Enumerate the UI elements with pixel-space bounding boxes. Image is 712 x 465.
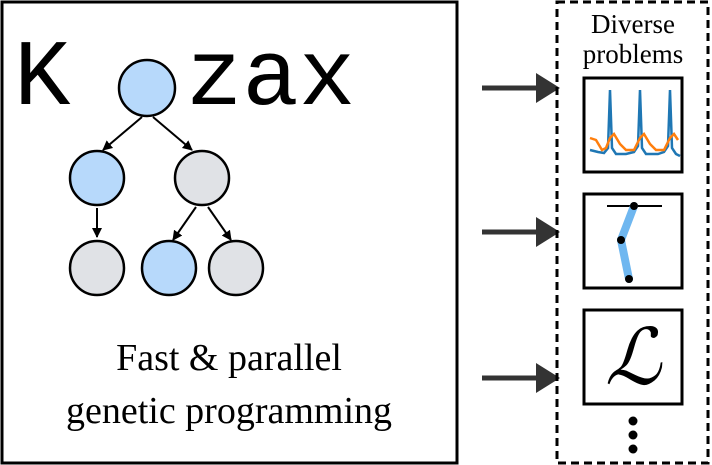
tree-edge — [207, 206, 232, 241]
tagline-line2: genetic programming — [66, 390, 392, 432]
arrows — [482, 73, 560, 393]
loss-symbol-icon: ℒ — [605, 313, 663, 403]
problem-card-1 — [582, 76, 684, 174]
tree-edges — [92, 116, 232, 241]
problem-card-3 — [582, 308, 684, 406]
tree-edge — [172, 206, 197, 241]
arrow-head-icon — [536, 217, 560, 247]
arrow-head-icon — [536, 73, 560, 103]
problems-title-line1: Diverse — [591, 9, 675, 39]
tree-node-l2-a — [68, 239, 126, 297]
tree-edge — [102, 116, 143, 151]
tree-node-l2-c — [207, 239, 265, 297]
tree-node-l1-left — [68, 149, 126, 207]
pendulum-icon — [607, 202, 662, 283]
problems-title-line2: problems — [583, 39, 684, 69]
arrow-head-icon — [536, 363, 560, 393]
logo-text-zax: zax — [186, 27, 355, 133]
tree-edge — [152, 116, 193, 151]
spike-plot-icon — [589, 89, 681, 158]
tree-node-root — [117, 58, 177, 118]
tagline-line1: Fast & parallel — [116, 337, 342, 379]
tree-node-l2-b — [140, 239, 198, 297]
ellipsis-vertical-icon — [628, 416, 638, 454]
tree-nodes — [68, 58, 265, 297]
tree-node-l1-right — [173, 149, 231, 207]
logo-text-k: K — [14, 27, 71, 133]
problems-panel — [555, 0, 710, 465]
